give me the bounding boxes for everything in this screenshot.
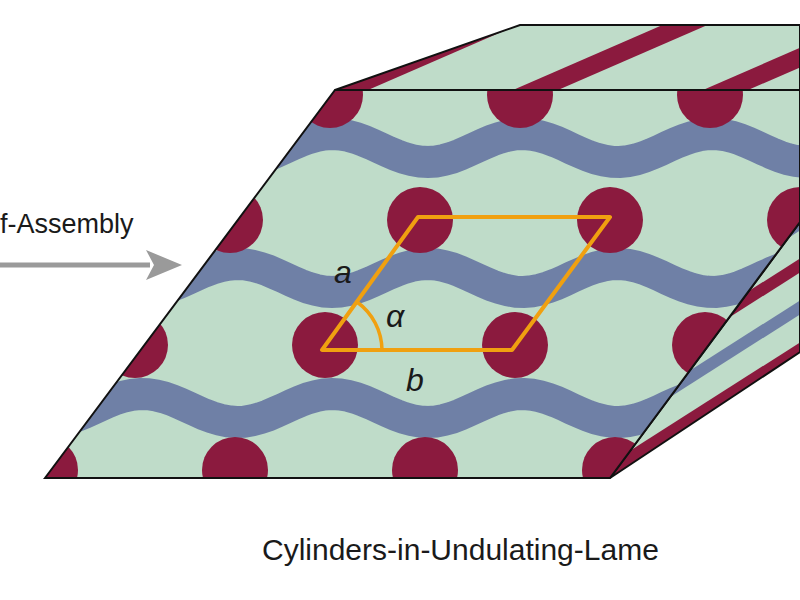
arrow-head bbox=[146, 250, 182, 280]
figure-caption: Cylinders-in-Undulating-Lame bbox=[262, 535, 659, 565]
angle-arc bbox=[357, 302, 382, 350]
cylinder-section bbox=[672, 312, 738, 378]
unit-cell bbox=[322, 217, 610, 350]
top-face-outline bbox=[335, 25, 800, 90]
lattice-parameter: a bbox=[334, 256, 352, 288]
cylinder-section bbox=[772, 437, 800, 503]
cylinder-section bbox=[102, 312, 168, 378]
cylinder-section bbox=[677, 62, 743, 128]
lamella-band bbox=[20, 264, 800, 292]
lamella-band bbox=[20, 394, 800, 422]
cylinder-stripe bbox=[680, 0, 800, 100]
process-arrow bbox=[0, 263, 150, 268]
front-face-outline bbox=[45, 90, 800, 478]
lattice-angle: α bbox=[386, 300, 404, 332]
cylinder-section bbox=[202, 437, 268, 503]
front-face bbox=[12, 62, 800, 503]
top-face bbox=[300, 0, 800, 100]
cylinder-section bbox=[392, 437, 458, 503]
cylinder-section bbox=[487, 62, 553, 128]
cylinder-section bbox=[297, 62, 363, 128]
cylinder-section bbox=[197, 187, 263, 253]
process-label: f-Assembly bbox=[0, 211, 134, 238]
lamella-band bbox=[20, 134, 800, 162]
lattice-parameter: b bbox=[406, 364, 424, 396]
